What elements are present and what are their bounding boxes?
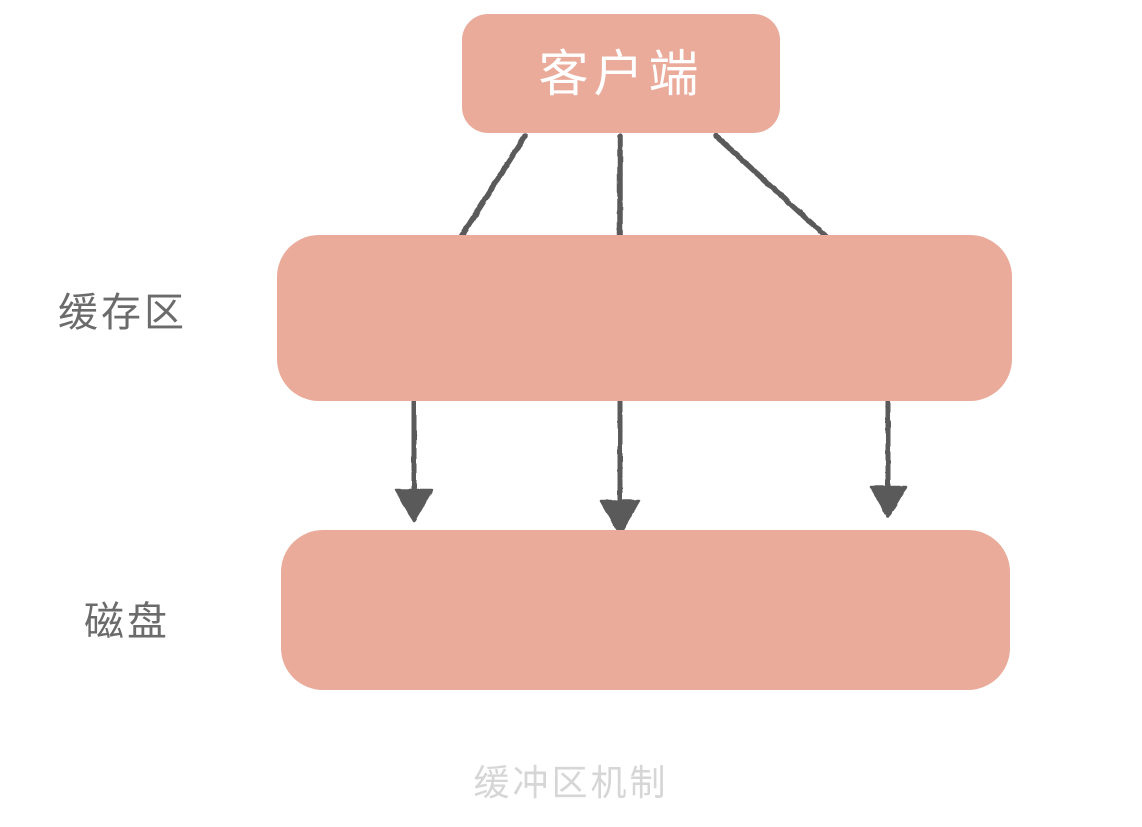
cache-node[interactable] bbox=[277, 235, 1142, 607]
client-node[interactable]: 客户端 bbox=[462, 14, 780, 133]
figure-caption: 缓冲区机制 bbox=[473, 763, 669, 804]
client-node-label: 客户端 bbox=[538, 44, 704, 103]
disk-row-label: 磁盘 bbox=[84, 599, 170, 645]
buffer-slot-3[interactable] bbox=[1113, 528, 1142, 600]
cache-row-label: 缓存区 bbox=[58, 290, 187, 336]
disk-node[interactable] bbox=[281, 530, 1010, 690]
